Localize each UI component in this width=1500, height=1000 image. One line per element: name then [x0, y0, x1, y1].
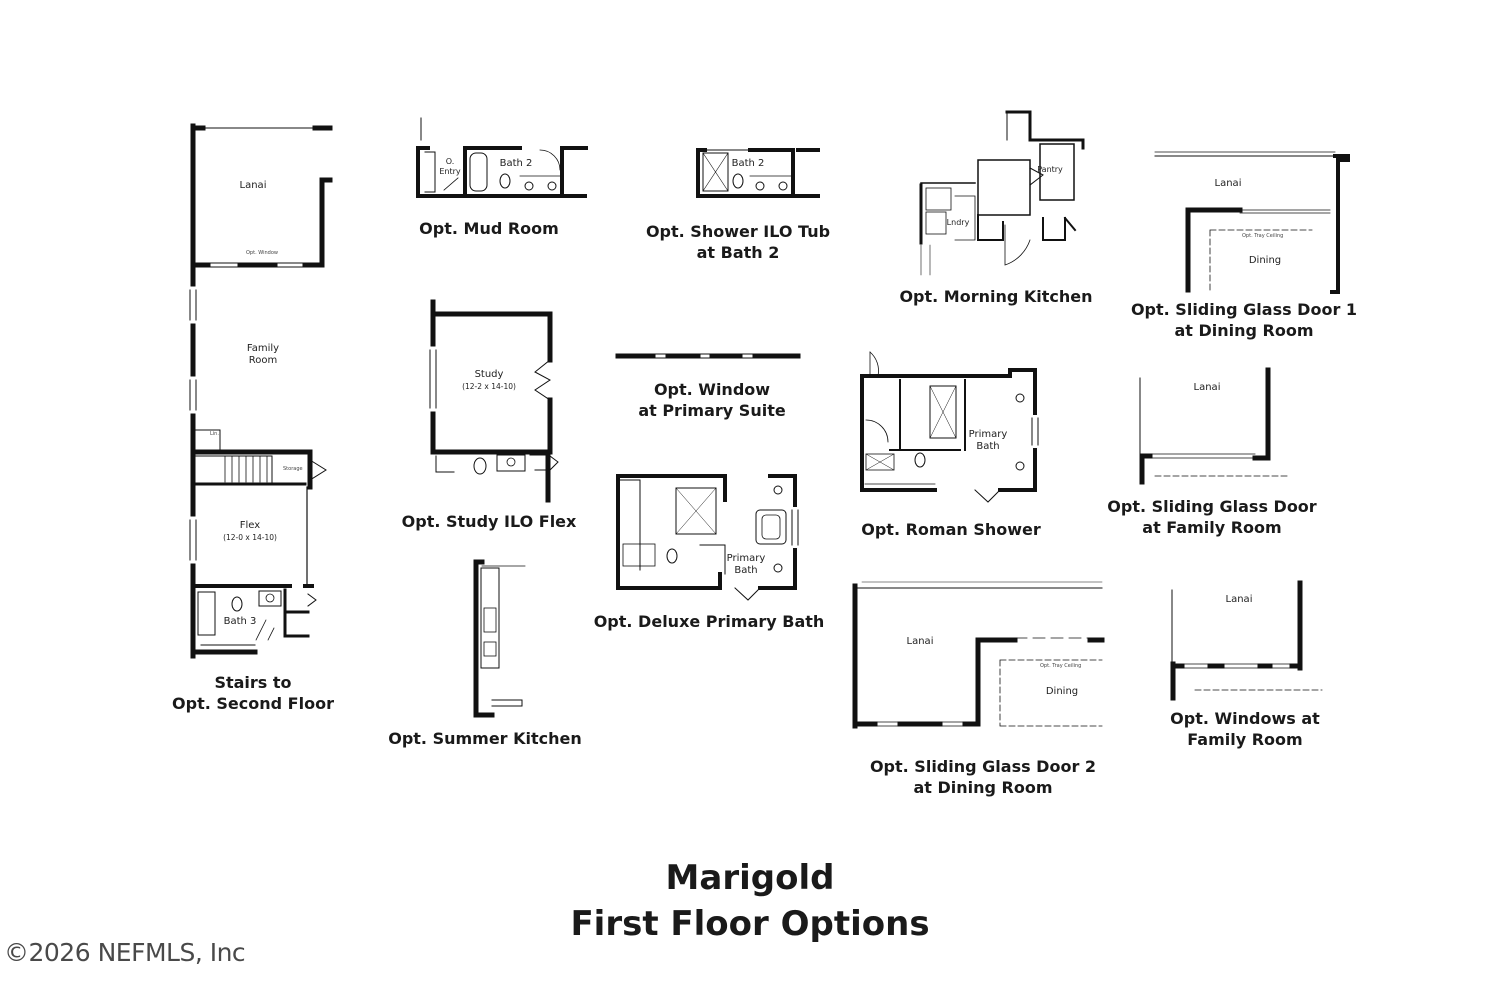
- room-flex: Flex (12-0 x 14-10): [223, 520, 277, 544]
- roman-shower-plan: [860, 351, 1039, 503]
- room-study-name: Study: [474, 369, 504, 380]
- room-o-entry-line1: O.: [445, 157, 455, 166]
- caption-stairs-line1: Stairs to: [214, 673, 292, 692]
- page-title: Marigold First Floor Options: [0, 855, 1500, 947]
- room-flex-dims: (12-0 x 14-10): [223, 533, 277, 542]
- caption-sgd2-line1: Opt. Sliding Glass Door 2: [869, 757, 1097, 776]
- mud-room-plan: [416, 117, 588, 198]
- note-opt-window-main: Opt. Window: [246, 250, 278, 256]
- room-dining-sgd1: Dining: [1248, 255, 1282, 266]
- caption-sgd1-line2: at Dining Room: [1174, 321, 1314, 340]
- room-o-entry: O. Entry: [439, 157, 460, 177]
- caption-sgd2-line2: at Dining Room: [913, 778, 1053, 797]
- room-dining-sgd2: Dining: [1045, 686, 1079, 697]
- room-study: Study (12-2 x 14-10): [462, 369, 516, 393]
- caption-summer-kitchen: Opt. Summer Kitchen: [388, 729, 582, 748]
- caption-shower-ilo-tub: Opt. Shower ILO Tub at Bath 2: [646, 221, 830, 263]
- summer-kitchen-plan: [473, 559, 526, 718]
- note-storage: Storage: [283, 466, 303, 472]
- caption-mud-room: Opt. Mud Room: [419, 219, 559, 238]
- window-primary-plan: [615, 353, 801, 359]
- room-study-dims: (12-2 x 14-10): [462, 382, 516, 391]
- main-column-plan: [189, 123, 333, 659]
- room-bath2-mud: Bath 2: [499, 158, 533, 169]
- sgd-family-plan: [1139, 367, 1291, 485]
- caption-shower-line2: at Bath 2: [696, 243, 780, 262]
- room-primary-bath-deluxe-line1: Primary: [726, 553, 766, 564]
- room-primary-bath-roman: Primary Bath: [969, 429, 1008, 453]
- caption-window-primary: Opt. Window at Primary Suite: [638, 379, 785, 421]
- room-flex-name: Flex: [239, 520, 261, 531]
- room-family-line2: Room: [248, 355, 278, 366]
- room-pantry: Pantry: [1037, 165, 1063, 174]
- title-line1: Marigold: [665, 858, 835, 898]
- caption-morning-kitchen: Opt. Morning Kitchen: [899, 287, 1093, 306]
- shower-ilo-tub-plan: [696, 148, 820, 198]
- room-primary-bath-deluxe: Primary Bath: [727, 553, 766, 577]
- caption-sgd1-line1: Opt. Sliding Glass Door 1: [1130, 300, 1358, 319]
- caption-sgd1-dining: Opt. Sliding Glass Door 1 at Dining Room: [1131, 299, 1357, 341]
- sgd1-dining-plan: [1154, 151, 1350, 294]
- windows-family-plan: [1170, 580, 1323, 701]
- room-primary-bath-roman-line1: Primary: [968, 429, 1008, 440]
- room-family-line1: Family: [246, 343, 280, 354]
- room-lanai-sgd1: Lanai: [1214, 178, 1242, 189]
- note-linen: Lin.: [210, 431, 219, 437]
- title-line2: First Floor Options: [570, 904, 930, 944]
- room-lanai-sgd2: Lanai: [906, 636, 934, 647]
- caption-deluxe-bath: Opt. Deluxe Primary Bath: [593, 612, 825, 631]
- room-bath2-shower: Bath 2: [731, 158, 765, 169]
- sgd2-dining-plan: [852, 581, 1105, 729]
- room-laundry: Lndry: [946, 218, 970, 227]
- room-bath3: Bath 3: [223, 616, 257, 627]
- caption-study-ilo-flex: Opt. Study ILO Flex: [401, 512, 577, 531]
- room-lanai-main: Lanai: [239, 180, 267, 191]
- caption-stairs-line2: Opt. Second Floor: [172, 694, 334, 713]
- morning-kitchen-plan: [919, 110, 1085, 276]
- caption-sgd2-dining: Opt. Sliding Glass Door 2 at Dining Room: [870, 756, 1096, 798]
- caption-sgd-family-line2: at Family Room: [1142, 518, 1282, 537]
- room-lanai-windows: Lanai: [1225, 594, 1253, 605]
- room-primary-bath-roman-line2: Bath: [976, 441, 1000, 452]
- study-ilo-flex-plan: [429, 299, 559, 503]
- caption-sgd-family: Opt. Sliding Glass Door at Family Room: [1107, 496, 1316, 538]
- note-tray-ceiling-sgd2: Opt. Tray Ceiling: [1040, 663, 1082, 669]
- caption-window-line2: at Primary Suite: [638, 401, 786, 420]
- room-o-entry-line2: Entry: [439, 167, 461, 176]
- note-tray-ceiling-sgd1: Opt. Tray Ceiling: [1242, 233, 1284, 239]
- room-lanai-sgd-family: Lanai: [1193, 382, 1221, 393]
- room-primary-bath-deluxe-line2: Bath: [734, 565, 758, 576]
- copyright-watermark: ©2026 NEFMLS, Inc: [4, 938, 246, 967]
- caption-windows-line1: Opt. Windows at: [1170, 709, 1320, 728]
- room-family: Family Room: [247, 343, 279, 367]
- caption-stairs: Stairs to Opt. Second Floor: [172, 672, 334, 714]
- caption-shower-line1: Opt. Shower ILO Tub: [645, 222, 831, 241]
- caption-sgd-family-line1: Opt. Sliding Glass Door: [1107, 497, 1317, 516]
- caption-roman-shower: Opt. Roman Shower: [861, 520, 1041, 539]
- caption-window-line1: Opt. Window: [653, 380, 771, 399]
- caption-windows-line2: Family Room: [1187, 730, 1303, 749]
- caption-windows-family: Opt. Windows at Family Room: [1170, 708, 1320, 750]
- deluxe-bath-plan: [616, 474, 799, 601]
